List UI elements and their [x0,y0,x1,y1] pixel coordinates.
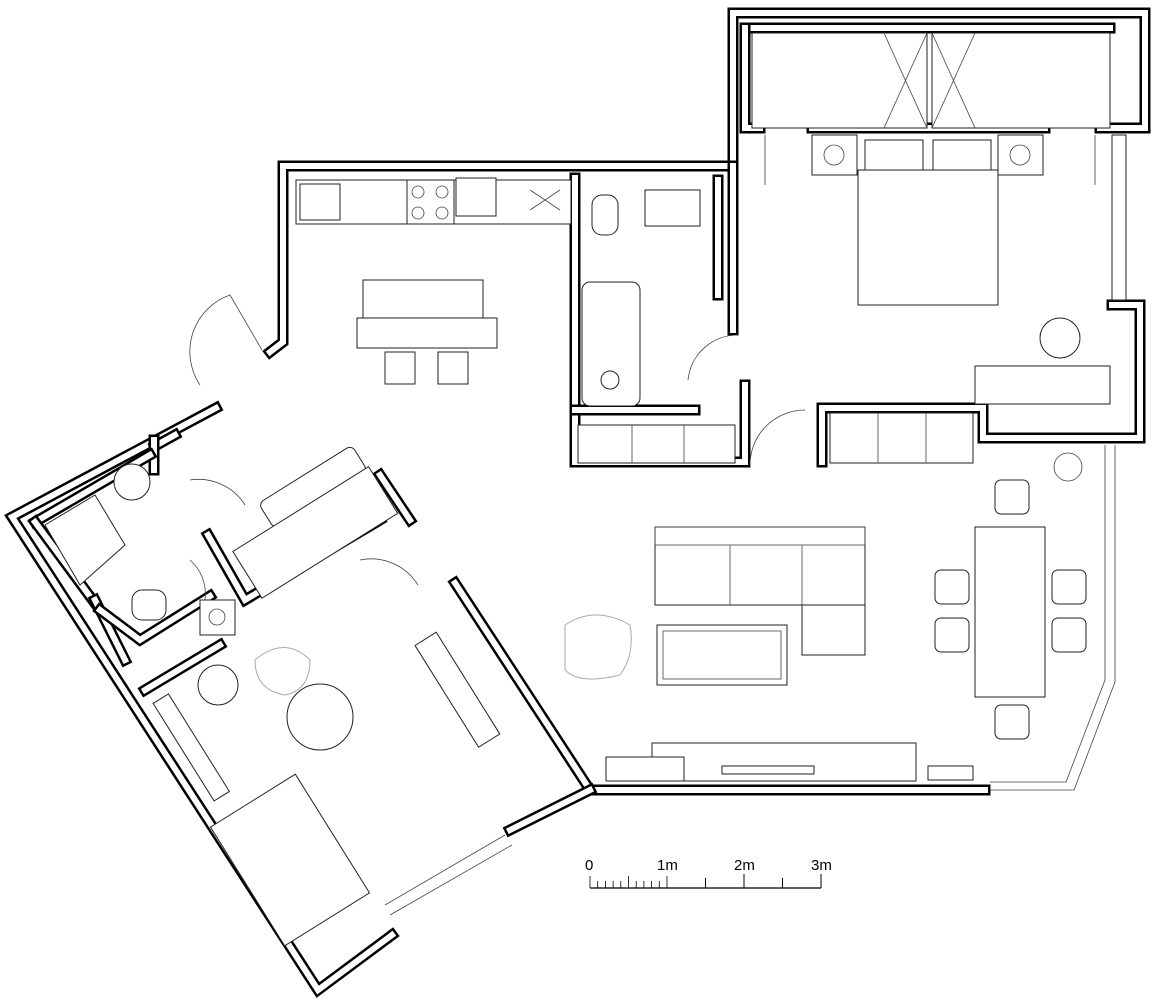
door [749,409,806,466]
dining-chair [934,569,970,605]
window-bedroom-right [1111,134,1127,301]
shower [44,494,126,586]
cabinet [577,424,736,464]
oven [455,177,497,217]
dining-chair [934,617,970,653]
wall-segment [375,470,415,525]
door [687,334,739,381]
desk [414,631,501,748]
toilet [591,194,619,236]
tv-unit [651,742,917,782]
door [189,559,206,601]
bathtub [581,281,641,407]
desk [974,365,1111,405]
washbasin [199,599,236,636]
windows [384,134,1127,916]
window-bedroom2 [384,834,506,906]
armchair [254,647,311,696]
wall-segment [505,785,595,835]
wardrobe [931,32,1111,129]
sink [299,183,341,221]
scale-label-2m: 2m [734,857,755,874]
scale-bar: 0 1m 2m 3m [585,857,832,889]
bathroom [577,189,736,464]
scale-label-1m: 1m [657,857,678,874]
closet [232,466,399,599]
washer [113,463,151,501]
door [189,479,246,506]
dining-chair [1051,569,1087,605]
coffee-table [656,624,788,686]
cabinet [829,412,974,464]
dining-chair [994,704,1030,740]
left-rooms [44,446,501,947]
dining-chair [1051,617,1087,653]
door [359,558,419,586]
entrance-door [189,294,263,386]
kitchen-island [356,317,498,349]
wall-segment [819,302,1143,465]
nightstand [811,134,858,176]
walls [4,7,1151,998]
dining-chair [994,479,1030,515]
kitchen [295,177,572,385]
window-living-bay [990,445,1106,783]
side-table [197,664,239,706]
chair [1039,317,1081,359]
desk [152,693,231,802]
bar-stool [437,351,469,385]
scale-label-3m: 3m [811,857,832,874]
nightstand [997,134,1044,176]
plant [1053,452,1083,482]
living-room [564,452,1087,782]
scale-label-0: 0 [585,857,593,874]
sofa [209,773,371,947]
wardrobe [751,32,928,129]
wall-segment [30,517,105,615]
wall-segment [95,591,215,644]
wall-segment [7,403,397,995]
bedroom [751,32,1111,464]
wall-segment [140,640,225,695]
dining-chairs [934,479,1087,740]
bed [857,169,999,306]
dining-table [974,526,1046,698]
round-table [286,683,354,751]
doors [189,135,1096,601]
bar-stool [384,351,416,385]
armchair [564,614,632,680]
wall-segment [265,10,1148,357]
sofa [654,526,866,606]
washbasin [644,189,701,227]
toilet [131,589,167,621]
